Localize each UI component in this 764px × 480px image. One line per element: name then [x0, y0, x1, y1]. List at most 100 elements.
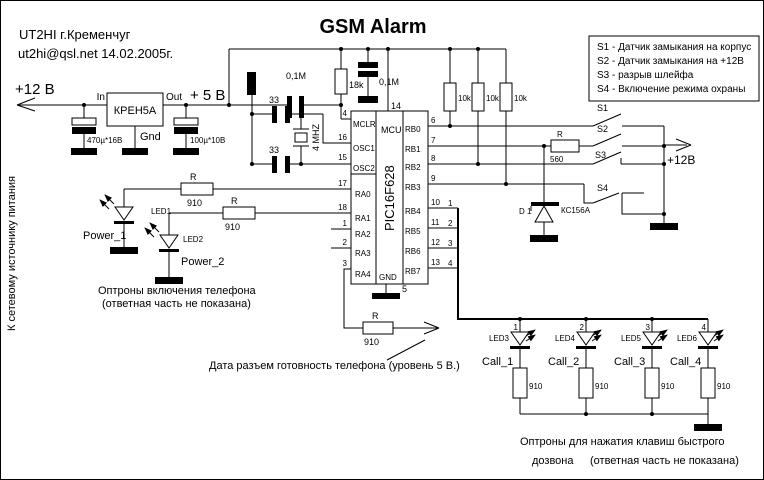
pin-number-2: 2 — [343, 238, 348, 247]
led-triangle-icon — [159, 234, 179, 249]
r10k-3-value: 10k — [514, 94, 528, 103]
author-callsign: UT2HI г.Кременчуг — [19, 27, 131, 42]
r910-call3-value: 910 — [661, 382, 675, 391]
sensor-switch-section: 10k 10k 10k S1 R 560 S2 +12В — [428, 49, 695, 242]
led-triangle-icon — [510, 331, 530, 346]
r910-led1-value: 910 — [187, 198, 202, 208]
legend-s1: S1 - Датчик замыкания на корпус — [597, 42, 751, 53]
call-column-1: LED3 Call_1 910 — [482, 319, 543, 414]
led-emission-arrow-icon — [591, 329, 602, 337]
pin-label-rb2: RB2 — [405, 163, 421, 172]
call1-label: Call_1 — [482, 356, 513, 368]
call-led-caption-3: (ответная часть не показана) — [590, 455, 739, 467]
header: UT2HI г.Кременчуг ut2hi@qsl.net 14.02.20… — [18, 16, 427, 61]
resistor-r910-data — [362, 321, 394, 335]
ground-icon — [530, 235, 558, 242]
pin-label-ra1: RA1 — [355, 214, 371, 223]
call-column-3: LED5 Call_3 910 — [614, 319, 675, 414]
pin-number-9: 9 — [431, 174, 436, 183]
call3-label: Call_3 — [614, 356, 645, 368]
r910-call1-value: 910 — [529, 382, 543, 391]
pin-label-rb6: RB6 — [405, 247, 421, 256]
phone-led-caption-2: (ответная часть не показана) — [102, 298, 251, 310]
regulator-label: КРЕН5А — [114, 105, 157, 117]
cap-input-value: 470µ*16В — [87, 136, 122, 145]
resistor-10k-1: 10k — [443, 49, 472, 126]
mcu-ic: MCU PIC16F628 GND MCLR OSC1 OSC2 RA0 RA1… — [331, 109, 453, 299]
r910-led2-value: 910 — [225, 222, 240, 232]
switch-s1 — [592, 113, 622, 127]
note-pointer-line — [386, 339, 426, 361]
cap-output-value: 100µ*10В — [190, 136, 225, 145]
mcu-pin14-number: 14 — [391, 101, 401, 111]
d1-part-label: КС156А — [561, 206, 591, 215]
led2 — [144, 213, 183, 284]
r18k-value: 18k — [349, 80, 364, 90]
phone-led-caption-1: Оптроны включения телефона — [98, 285, 257, 297]
capacitor-mclr-01u: 0,1M — [286, 71, 306, 118]
pin-label-rb5: RB5 — [405, 227, 421, 236]
legend-frame — [588, 35, 760, 102]
riser-number-3: 3 — [646, 323, 651, 332]
schematic-title: GSM Alarm — [319, 16, 426, 38]
mcu-pin5-number: 5 — [402, 284, 407, 294]
voltage-regulator — [106, 92, 164, 127]
r910-call4-value: 910 — [717, 382, 731, 391]
author-email-date: ut2hi@qsl.net 14.02.2005г. — [18, 46, 173, 61]
capacitor-vdd-01u: 0,1M — [358, 49, 399, 103]
ground-icon — [372, 293, 400, 299]
cap-mclr-value: 0,1M — [286, 71, 306, 81]
ground-icon — [71, 148, 97, 155]
phone-led-section: R 910 LED1 Power_1 R 910 LED2 Powe — [83, 172, 351, 310]
pin-number-18: 18 — [338, 203, 347, 212]
r910-data-value: 910 — [364, 337, 379, 347]
r-ref-label: R — [372, 311, 379, 321]
led-emission-arrow-icon — [104, 194, 115, 205]
r910-call2-value: 910 — [595, 382, 609, 391]
pin-label-mclr: MCLR — [353, 120, 376, 129]
crystal-value: 4 MHZ — [311, 123, 321, 151]
capacitor-input-470u: 470µ*16В — [71, 105, 122, 155]
r560-value: 560 — [550, 155, 564, 164]
resistor-910-call3 — [644, 367, 660, 399]
data-arrow-icon — [423, 321, 440, 329]
r-ref-label: R — [190, 172, 197, 182]
switch-s3 — [592, 151, 622, 165]
call-led-caption-1: Оптроны для нажатия клавиш быстрого — [520, 436, 725, 448]
power1-label: Power_1 — [83, 230, 126, 242]
led-triangle-icon — [698, 331, 718, 346]
pin-label-osc1: OSC1 — [353, 144, 375, 153]
switch-s4 — [592, 192, 620, 204]
zener-d1: D 1 КС156А — [519, 146, 591, 242]
led-triangle-icon — [576, 331, 596, 346]
mcu-type-label: MCU — [381, 125, 402, 135]
ground-icon — [650, 223, 678, 230]
call-led-section: 1 2 3 4 LED3 Call_1 910 LED4 Call_2 — [428, 207, 739, 467]
led-emission-arrow-icon — [657, 329, 668, 337]
pin-label-ra0: RA0 — [355, 190, 371, 199]
switch-s2 — [592, 133, 622, 147]
s2-label: S2 — [597, 124, 608, 134]
resistor-910-call4 — [700, 367, 716, 399]
ground-icon — [155, 277, 183, 284]
diode-triangle-icon — [534, 204, 554, 223]
led-emission-arrow-icon — [525, 329, 536, 337]
ground-icon — [110, 247, 138, 254]
riser-number-1: 1 — [514, 323, 519, 332]
v12-arrow-icon — [675, 138, 692, 146]
cap33-top-value: 33 — [269, 95, 279, 105]
pin-label-rb7: RB7 — [405, 267, 421, 276]
led3-label: LED3 — [489, 334, 510, 343]
r-ref-label: R — [231, 196, 238, 206]
led-emission-arrow-icon — [713, 329, 724, 337]
mains-note: К сетевому источнику питания — [6, 176, 18, 331]
pin-label-rb3: RB3 — [405, 183, 421, 192]
resistor-560 — [550, 139, 580, 153]
led5-label: LED5 — [621, 334, 642, 343]
pin-number-10: 10 — [431, 198, 440, 207]
mains-arrow-icon — [16, 97, 36, 106]
ground-icon — [122, 148, 148, 155]
led1 — [99, 189, 138, 254]
d1-ref-label: D 1 — [519, 207, 532, 216]
